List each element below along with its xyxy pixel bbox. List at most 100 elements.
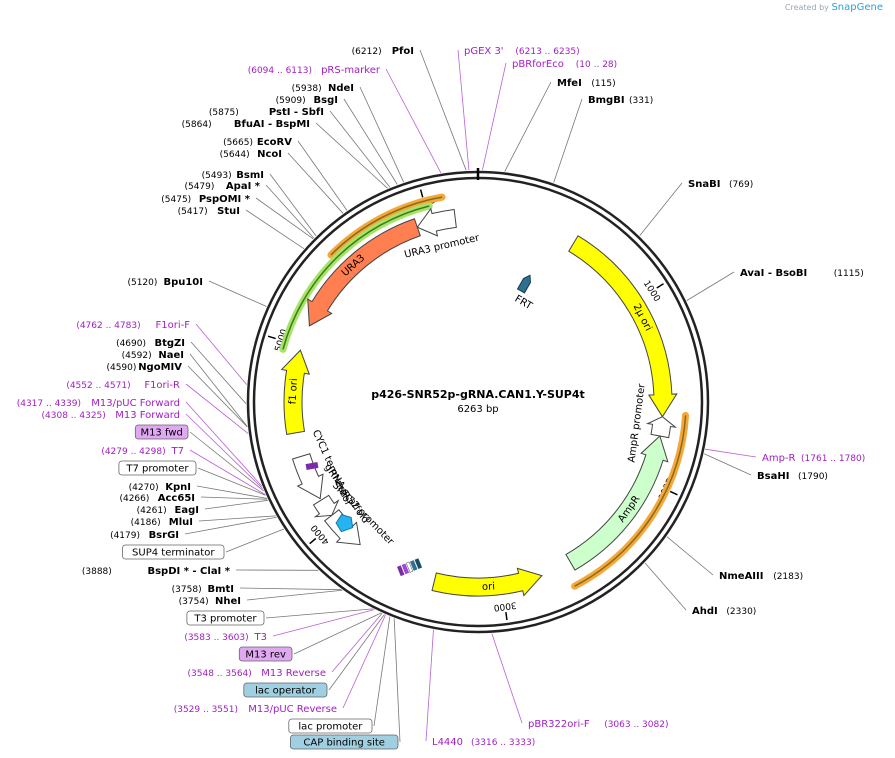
leader-snabi	[639, 182, 683, 236]
leader-bsgi	[343, 98, 398, 185]
leader-avai-bsobi	[686, 271, 735, 301]
feature-ampr-promoter[interactable]	[645, 416, 678, 439]
label-m13-puc-forward[interactable]: M13/pUC Forward(4317 .. 4339)	[17, 398, 180, 409]
label-lac-operator[interactable]: lac operator	[243, 682, 328, 698]
label-position: (3529 .. 3551)	[174, 705, 238, 715]
label-bsrgi[interactable]: BsrGI(4179)	[110, 530, 179, 541]
label-sup4-terminator[interactable]: SUP4 terminator	[122, 544, 225, 560]
label-lac-promoter[interactable]: lac promoter	[288, 718, 373, 734]
label-apai[interactable]: ApaI *(5479)	[184, 181, 260, 192]
label-position: (4266)	[119, 494, 149, 504]
label-bmgbi[interactable]: BmgBI(331)	[588, 95, 653, 106]
label-ngomiv[interactable]: NgoMIV(4590)	[106, 362, 182, 373]
label-text: SUP4 terminator	[132, 548, 215, 559]
label-pfoi[interactable]: PfoI(6212)	[352, 46, 414, 57]
label-text: M13 fwd	[140, 428, 182, 439]
leader-nhei	[246, 589, 343, 601]
feature-ura3[interactable]	[307, 218, 421, 327]
label-snabi[interactable]: SnaBI(769)	[688, 179, 753, 190]
label-nmeaiii[interactable]: NmeAIII(2183)	[719, 571, 803, 582]
label-f1ori-r[interactable]: F1ori-R(4552 .. 4571)	[66, 380, 180, 391]
leader-m13-reverse	[331, 613, 383, 673]
leader-prs-marker	[385, 68, 442, 174]
label-mfei[interactable]: MfeI(115)	[557, 78, 616, 89]
label-naei[interactable]: NaeI(4592)	[122, 350, 184, 361]
leader-acc65i	[200, 496, 268, 500]
label-m13-reverse[interactable]: M13 Reverse(3548 .. 3564)	[188, 668, 326, 679]
label-mlui[interactable]: MluI(4186)	[131, 517, 193, 528]
label-m13-fwd[interactable]: M13 fwd	[134, 424, 189, 440]
label-pbr322ori-f[interactable]: pBR322ori-F(3063 .. 3082)	[528, 719, 668, 730]
label-m13-forward[interactable]: M13 Forward(4308 .. 4325)	[42, 410, 180, 421]
center-title: p426-SNR52p-gRNA.CAN1.Y-SUP4t 6263 bp	[371, 388, 585, 415]
m13-fwd-mark	[397, 565, 405, 577]
label-t7-promoter[interactable]: T7 promoter	[118, 460, 197, 476]
label-position: (331)	[629, 96, 653, 106]
label-position: (1115)	[834, 269, 864, 279]
outer-arc-core-ura3-green	[282, 205, 430, 350]
feature-ampr[interactable]	[565, 435, 669, 571]
label-box	[134, 424, 189, 440]
label-psti-sbfi[interactable]: PstI - SbfI(5875)	[209, 107, 324, 118]
label-bmti[interactable]: BmtI(3758)	[172, 584, 234, 595]
label-nhei[interactable]: NheI(3754)	[179, 596, 241, 607]
label-bfuai-bspmi[interactable]: BfuAI - BspMI(5864)	[182, 119, 310, 130]
feature-ura3-promoter[interactable]	[416, 207, 457, 237]
label-acc65i[interactable]: Acc65I(4266)	[119, 493, 195, 504]
label-stui[interactable]: StuI(5417)	[178, 206, 240, 217]
leader-pspomi	[255, 197, 314, 240]
label-position: (3754)	[179, 597, 209, 607]
leader-bsahi	[703, 453, 752, 476]
label-box	[289, 734, 399, 750]
leader-ncoi	[287, 152, 344, 214]
label-m13-rev[interactable]: M13 rev	[238, 646, 293, 662]
label-l4440[interactable]: L4440(3316 .. 3333)	[432, 737, 535, 748]
lac-mark	[409, 560, 418, 571]
label-amp-r[interactable]: Amp-R(1761 .. 1780)	[762, 453, 865, 464]
label-pgex-3[interactable]: pGEX 3'(6213 .. 6235)	[464, 46, 580, 57]
label-position: (5120)	[127, 278, 157, 288]
label-ahdi[interactable]: AhdI(2330)	[692, 606, 756, 617]
outer-arc-core-ampr-orange	[574, 415, 687, 587]
label-position: (4261)	[137, 506, 167, 516]
leader-f1ori-f	[195, 323, 247, 385]
label-t7[interactable]: T7(4279 .. 4298)	[101, 446, 184, 457]
label-bsgi[interactable]: BsgI(5909)	[276, 95, 338, 106]
label-eagi[interactable]: EagI (4261)	[137, 505, 199, 516]
label-bpu10i[interactable]: Bpu10I(5120)	[127, 277, 203, 288]
label-name: NdeI	[328, 83, 354, 94]
tick-label-1000: 1000	[641, 279, 662, 304]
label-ndei[interactable]: NdeI(5938)	[292, 83, 354, 94]
label-pbrforeco[interactable]: pBRforEco(10 .. 28)	[512, 59, 617, 70]
feature-cyc1-terminator[interactable]	[291, 453, 324, 500]
leader-mfei	[504, 81, 552, 172]
label-position: (3063 .. 3082)	[604, 720, 668, 730]
label-position: (6094 .. 6113)	[248, 66, 312, 76]
label-t3[interactable]: T3(3583 .. 3603)	[184, 632, 267, 643]
label-name: StuI	[217, 206, 240, 217]
label-bsmi[interactable]: BsmI(5493)	[202, 170, 264, 181]
label-avai-bsobi[interactable]: AvaI - BsoBI(1115)	[740, 268, 864, 279]
label-cap-binding-site[interactable]: CAP binding site	[289, 734, 399, 750]
feature-grna-scaffold[interactable]	[312, 494, 340, 518]
leader-lac-promoter	[373, 616, 391, 727]
label-box	[243, 682, 328, 698]
feature-ori[interactable]	[431, 567, 543, 597]
leader-ahdi	[644, 562, 687, 611]
label-name: pRS-marker	[321, 65, 381, 76]
label-kpni[interactable]: KpnI(4270)	[129, 482, 191, 493]
label-bspdi-clai[interactable]: BspDI * - ClaI *(3888)	[82, 566, 231, 577]
feature-f1-ori[interactable]	[280, 349, 311, 435]
label-t3-promoter[interactable]: T3 promoter	[186, 610, 265, 626]
label-ncoi[interactable]: NcoI(5644)	[220, 149, 282, 160]
label-name: EagI	[175, 505, 199, 516]
leader-bpu10i	[208, 280, 267, 307]
label-prs-marker[interactable]: pRS-marker (6094 .. 6113)	[248, 65, 381, 76]
label-ecorv[interactable]: EcoRV(5665)	[223, 137, 292, 148]
label-btgzi[interactable]: BtgZI(4690)	[116, 338, 185, 349]
label-m13-puc-reverse[interactable]: M13/pUC Reverse(3529 .. 3551)	[174, 704, 337, 715]
label-pspomi[interactable]: PspOMI *(5475)	[161, 194, 250, 205]
label-bsahi[interactable]: BsaHI(1790)	[757, 471, 828, 482]
label-f1ori-f[interactable]: F1ori-F(4762 .. 4783)	[76, 320, 190, 331]
